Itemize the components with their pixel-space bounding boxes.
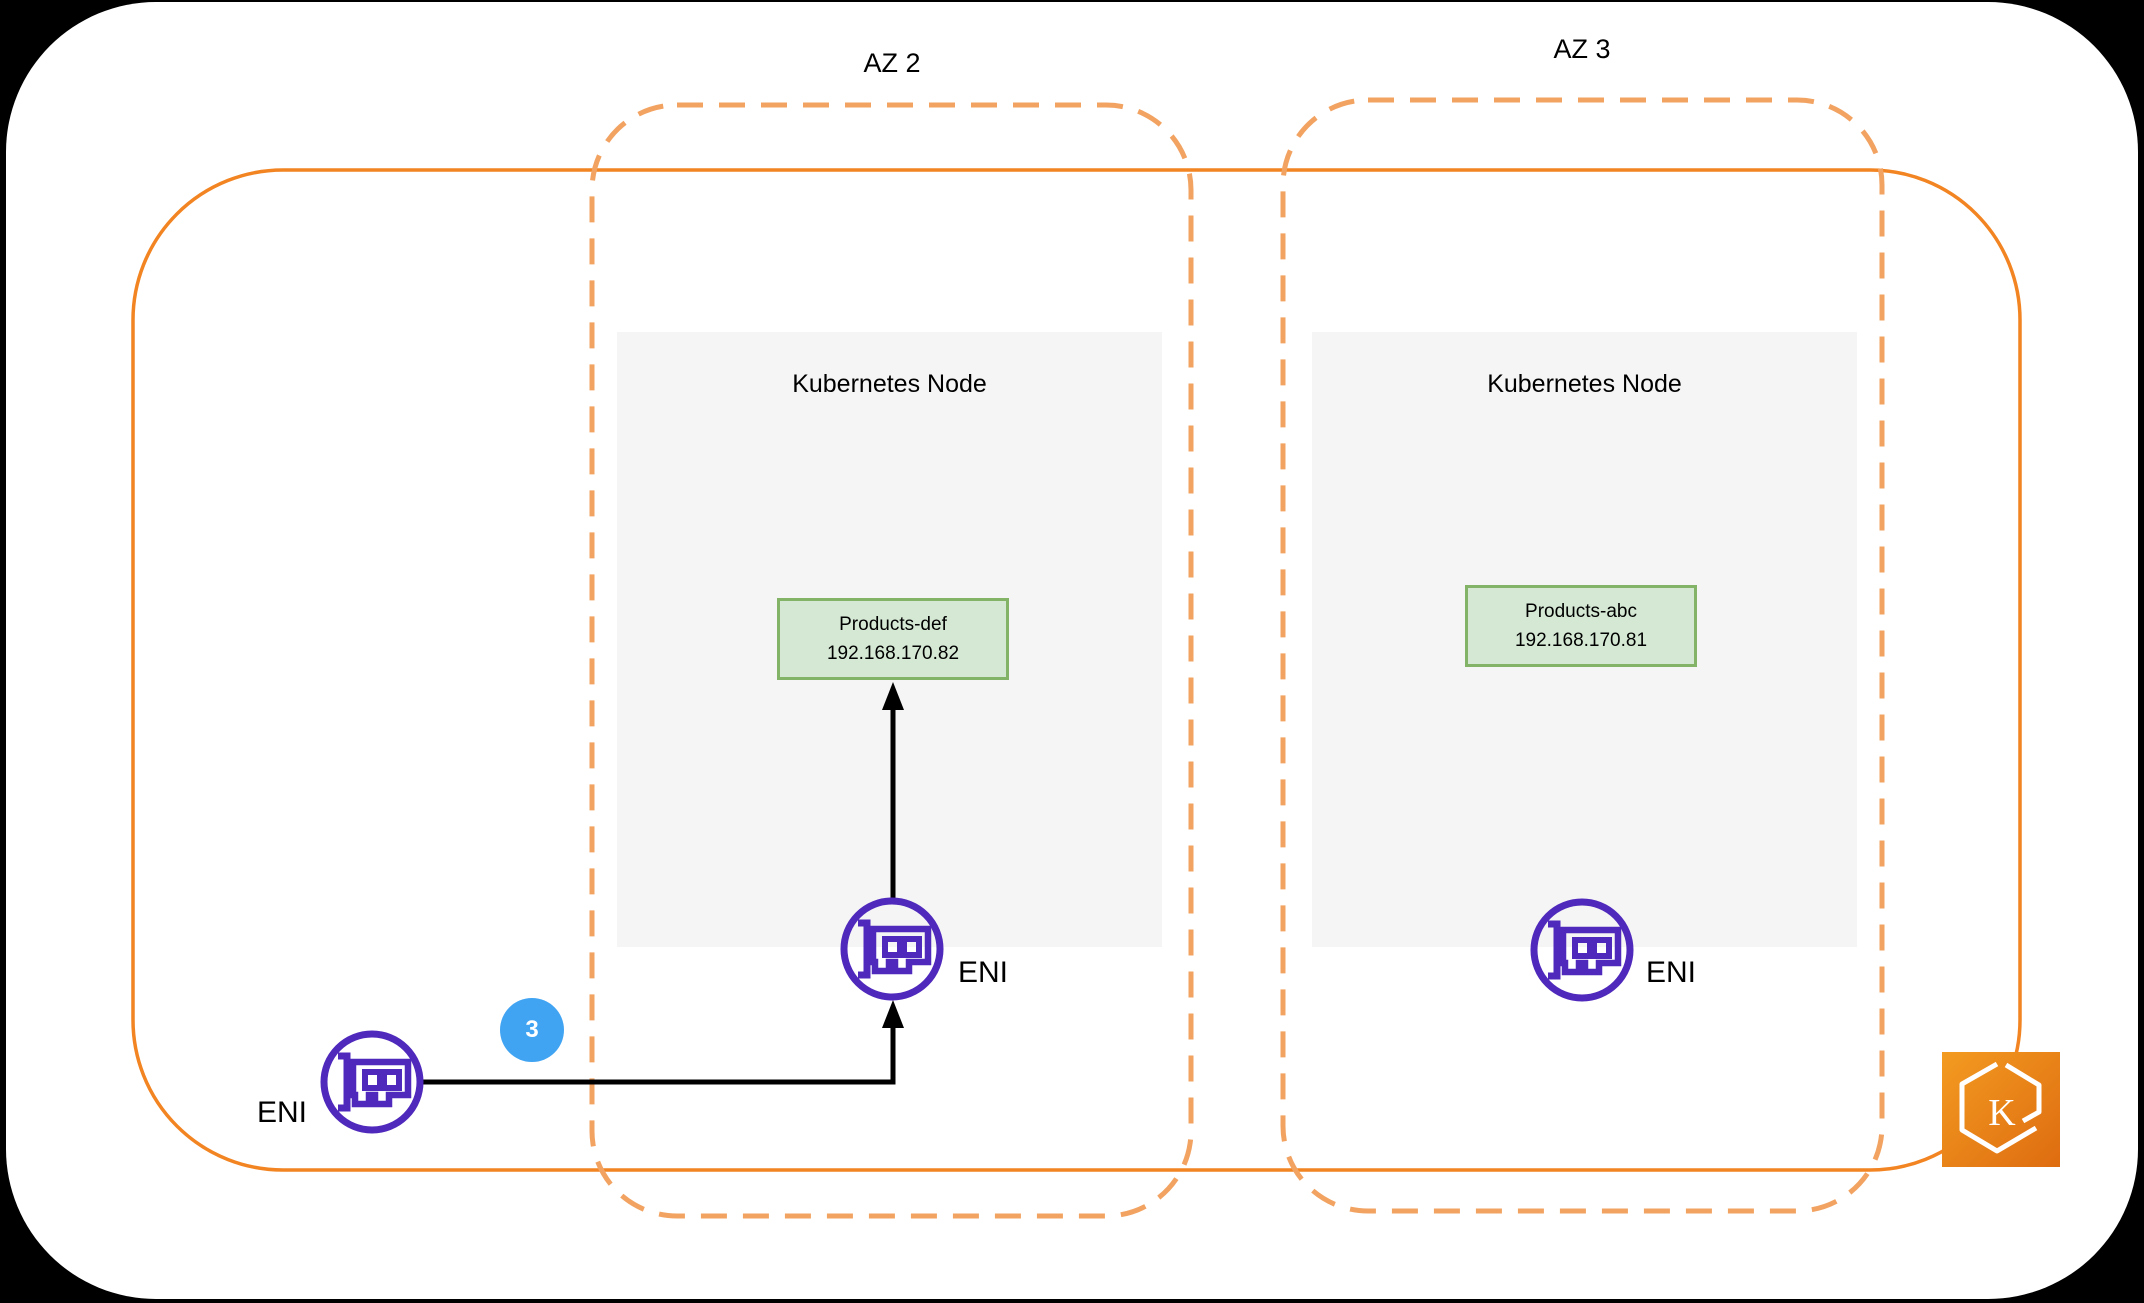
network-interface-icon <box>840 897 944 1001</box>
eni-label-az2: ENI <box>958 956 1009 989</box>
source-eni-label: ENI <box>256 1096 307 1129</box>
node-title: Kubernetes Node <box>792 370 987 398</box>
amazon-eks-icon: K <box>1942 1052 2060 1167</box>
step-badge-value: 3 <box>525 1016 539 1043</box>
network-interface-icon <box>320 1030 424 1134</box>
pod-name: Products-abc <box>1525 600 1637 622</box>
network-interface-icon <box>1530 898 1634 1002</box>
pod-name: Products-def <box>839 613 947 635</box>
pod-ip: 192.168.170.82 <box>826 642 960 664</box>
eks-letter: K <box>1988 1092 2016 1134</box>
step-badge: 3 <box>500 998 564 1062</box>
pod-ip: 192.168.170.81 <box>1514 629 1648 651</box>
az2-label: AZ 2 <box>863 48 921 78</box>
eni-label-az3: ENI <box>1646 956 1697 989</box>
pod-products-abc: Products-abc 192.168.170.81 <box>1465 585 1697 667</box>
az3-label: AZ 3 <box>1553 34 1611 64</box>
node-title: Kubernetes Node <box>1487 370 1682 398</box>
pod-products-def: Products-def 192.168.170.82 <box>777 598 1009 680</box>
